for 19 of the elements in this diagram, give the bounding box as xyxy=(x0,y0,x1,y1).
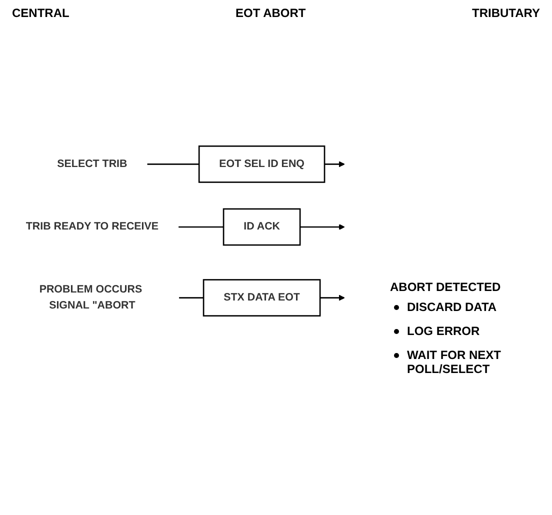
header-label: TRIBUTARY xyxy=(472,6,540,20)
list-item-text: LOG ERROR xyxy=(407,324,480,338)
node-box: ID ACK xyxy=(222,208,301,246)
node-box: EOT SEL ID ENQ xyxy=(198,145,326,183)
list-heading: ABORT DETECTED xyxy=(390,280,502,294)
list-item-text: DISCARD DATA xyxy=(407,300,497,314)
node-text: PROBLEM OCCURS SIGNAL "ABORT xyxy=(39,284,142,312)
arrow xyxy=(320,294,345,301)
node-text: TRIB READY TO RECEIVE xyxy=(26,220,159,232)
diagram-title: EOT ABORT xyxy=(236,6,306,20)
node-box: STX DATA EOT xyxy=(202,279,321,316)
connector xyxy=(179,297,204,298)
header-label: CENTRAL xyxy=(12,6,70,20)
arrow xyxy=(300,224,345,230)
arrow xyxy=(324,161,345,168)
node-text: SELECT TRIB xyxy=(57,158,128,170)
connector xyxy=(147,164,200,165)
connector xyxy=(178,226,224,228)
list-item-text: WAIT FOR NEXT POLL/SELECT xyxy=(407,348,502,376)
